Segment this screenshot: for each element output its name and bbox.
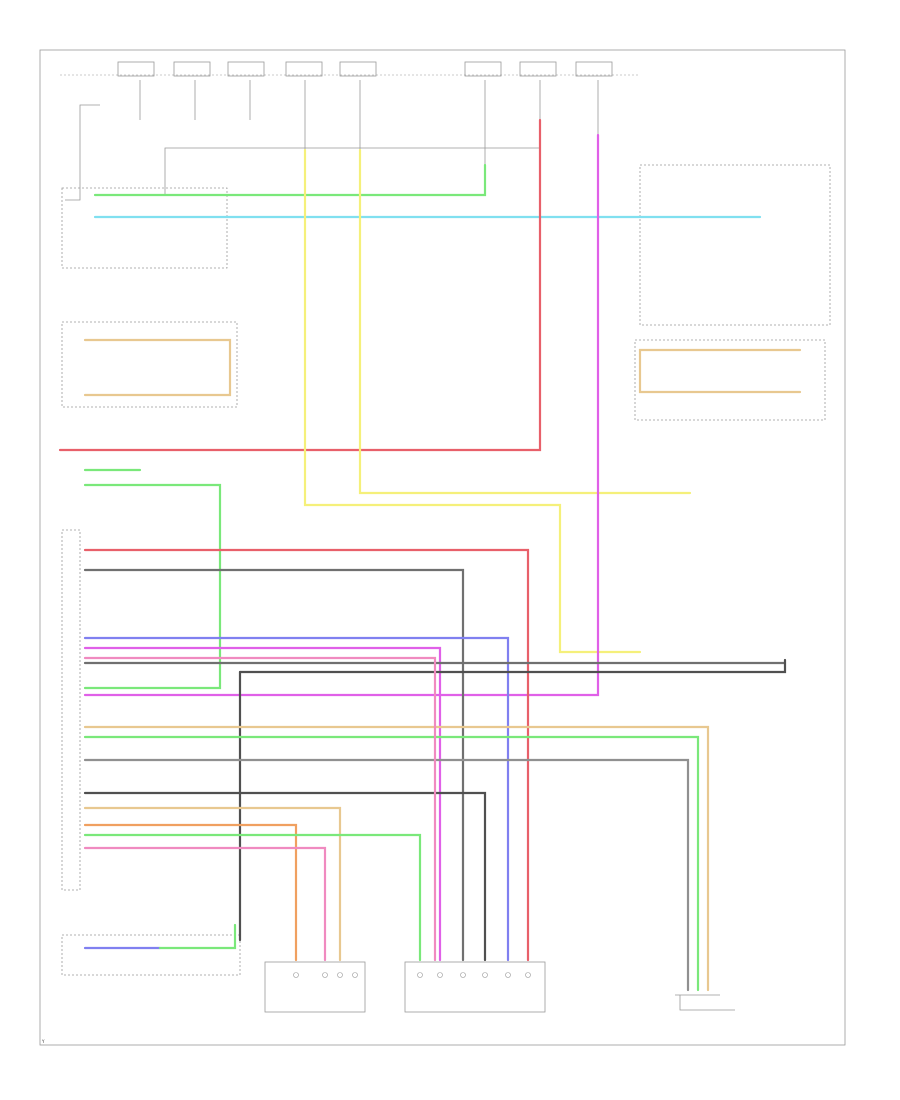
gray-headlight-wire xyxy=(83,568,465,962)
fuse-5 xyxy=(339,61,377,150)
fuse-8 xyxy=(575,61,613,135)
rh-headlight-assembly xyxy=(404,961,546,1013)
fuse-4 xyxy=(285,61,323,150)
blue-headlight-wire xyxy=(83,636,510,962)
green-ecu-wire xyxy=(83,483,222,690)
ground-bus-line xyxy=(164,147,540,195)
green-rh-wire xyxy=(83,833,422,962)
gray-actuator-wire xyxy=(83,758,690,992)
pink-lh-wire xyxy=(83,846,327,962)
footer-code: Y xyxy=(41,1039,45,1044)
body-ecu-box xyxy=(61,187,228,269)
yellow-left-wire xyxy=(303,148,642,654)
tan-sensor-loop-left xyxy=(83,338,232,397)
red-rh-lamp-wire xyxy=(83,656,437,962)
red-power-wire xyxy=(58,118,542,452)
fuse-green-wire xyxy=(93,163,487,197)
wire-layer xyxy=(58,118,802,992)
fuse-1 xyxy=(117,61,155,120)
lh-headlight-assembly xyxy=(264,961,366,1013)
fuse-7 xyxy=(519,61,557,120)
light-control-switch-box xyxy=(639,164,831,326)
fuse-6 xyxy=(464,61,502,165)
diagram-frame xyxy=(39,49,846,1046)
magenta-headlight-wire xyxy=(83,646,442,962)
yellow-right-wire xyxy=(358,148,692,495)
fuse-2 xyxy=(173,61,211,120)
black-rh-wire xyxy=(83,791,487,962)
headlight-ecu-box xyxy=(61,529,81,891)
orange-lh-wire xyxy=(83,823,298,962)
tan-lh-wire xyxy=(83,806,342,962)
pink-long-wire xyxy=(83,133,600,697)
green-sensor-wire xyxy=(158,923,237,950)
rh-headlight-box xyxy=(404,961,546,1013)
height-sensor-rh-box xyxy=(634,339,826,421)
tan-sensor-loop-right xyxy=(638,348,802,394)
tan-actuator-wire xyxy=(83,725,710,992)
upper-left-bracket xyxy=(65,104,100,201)
gray-bus-wire-2 xyxy=(238,658,787,674)
fuse-row xyxy=(60,61,640,165)
height-sensor-lh-box xyxy=(61,321,238,408)
green-actuator-wire xyxy=(83,735,700,992)
lh-headlight-box xyxy=(264,961,366,1013)
leveling-actuator-assembly xyxy=(675,994,735,1011)
actuator-ground-line xyxy=(679,995,735,1011)
sensor-connector-box xyxy=(61,934,241,976)
red-headlight-wire xyxy=(83,548,530,962)
fuse-3 xyxy=(227,61,265,120)
